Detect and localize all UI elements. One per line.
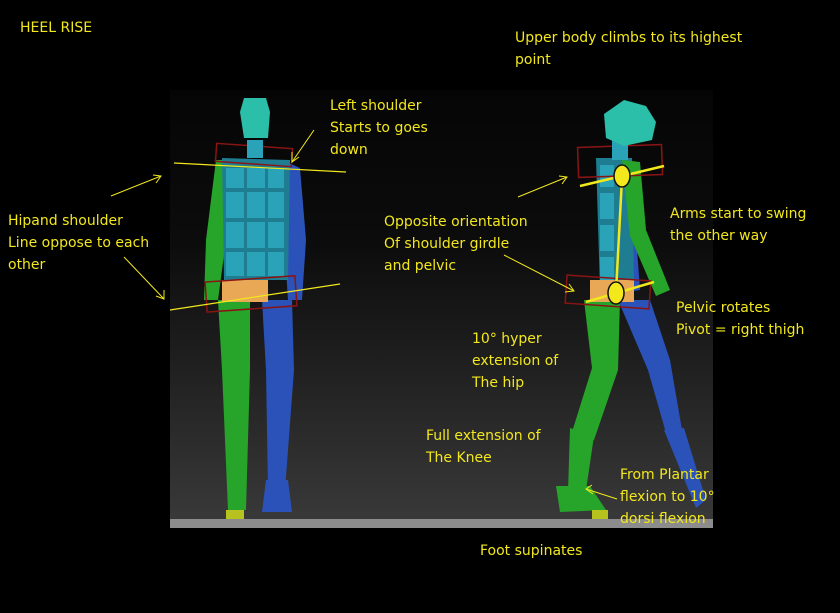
floor bbox=[170, 519, 713, 528]
side-figure bbox=[556, 100, 706, 519]
front-figure bbox=[169, 98, 347, 519]
annotation-arrows bbox=[110, 129, 618, 500]
page-title: HEEL RISE bbox=[20, 20, 93, 36]
label-foot-supinates: Foot supinates bbox=[480, 543, 583, 559]
